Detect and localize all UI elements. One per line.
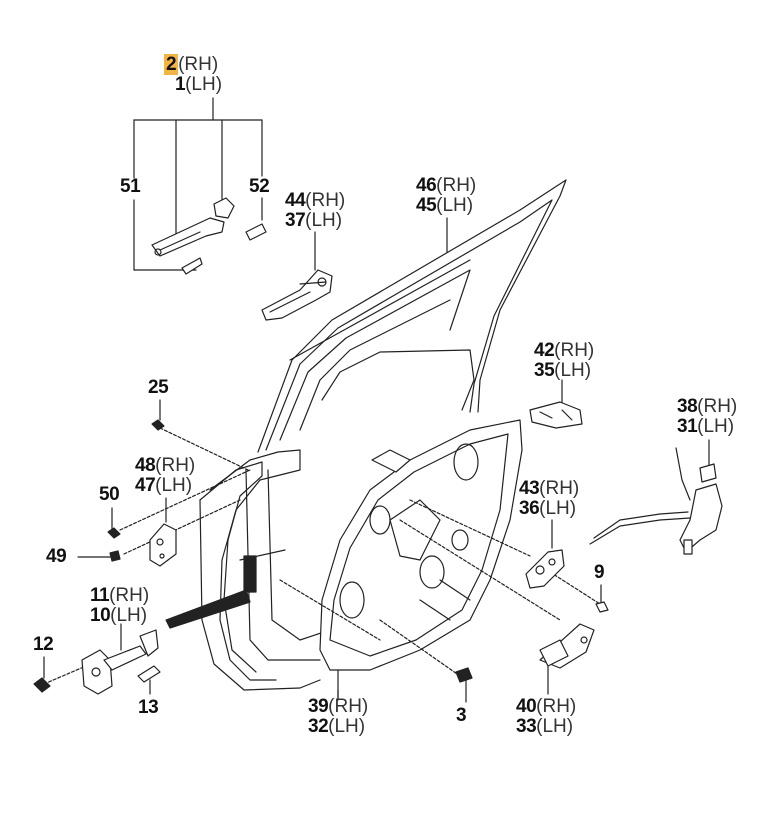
part-label-42-35[interactable]: 42(RH) 35(LH) — [534, 340, 595, 381]
door-latch-part[interactable] — [589, 439, 723, 555]
bolt-50[interactable] — [107, 507, 121, 539]
regulator-motor-part[interactable] — [539, 623, 595, 695]
door-module-panel[interactable] — [319, 419, 523, 701]
handle-frame-part[interactable] — [261, 231, 333, 321]
part-label-51[interactable]: 51 — [120, 176, 141, 197]
part-label-39-32[interactable]: 39(RH) 32(LH) — [308, 696, 369, 737]
leader-bracket-handle — [133, 97, 263, 271]
part-label-12[interactable]: 12 — [33, 634, 54, 655]
part-label-11-10[interactable]: 11(RH) 10(LH) — [90, 585, 150, 626]
bolt-25[interactable] — [151, 399, 165, 431]
bolt-12[interactable] — [33, 656, 51, 693]
part-label-9[interactable]: 9 — [594, 562, 605, 583]
bolt-49[interactable] — [77, 550, 121, 562]
door-checker-part[interactable] — [81, 623, 159, 695]
screw-3[interactable] — [455, 667, 473, 703]
latch-bracket-part[interactable] — [529, 379, 583, 429]
bolt-13[interactable] — [137, 665, 161, 695]
part-label-40-33[interactable]: 40(RH) 33(LH) — [516, 696, 577, 737]
part-label-2-1[interactable]: 2(RH) 1(LH) — [164, 54, 223, 95]
outside-handle-part[interactable] — [151, 197, 267, 275]
part-label-50[interactable]: 50 — [99, 484, 120, 505]
part-label-25[interactable]: 25 — [148, 377, 169, 398]
door-hinge-part[interactable] — [149, 497, 177, 567]
screw-9[interactable] — [595, 584, 609, 613]
part-label-13[interactable]: 13 — [138, 697, 159, 718]
part-label-3[interactable]: 3 — [456, 705, 467, 726]
part-label-48-47[interactable]: 48(RH) 47(LH) — [135, 455, 196, 496]
door-outer-panel[interactable] — [165, 449, 331, 691]
part-label-49[interactable]: 49 — [46, 546, 67, 567]
part-label-38-31[interactable]: 38(RH) 31(LH) — [677, 396, 738, 437]
part-label-43-36[interactable]: 43(RH) 36(LH) — [519, 478, 580, 519]
part-label-52[interactable]: 52 — [249, 176, 270, 197]
door-frame-part[interactable] — [257, 179, 567, 453]
part-label-46-45[interactable]: 46(RH) 45(LH) — [416, 175, 477, 216]
highlighted-part-number[interactable]: 2 — [164, 54, 179, 75]
part-label-44-37[interactable]: 44(RH) 37(LH) — [285, 190, 346, 231]
inside-handle-part[interactable] — [525, 519, 565, 589]
